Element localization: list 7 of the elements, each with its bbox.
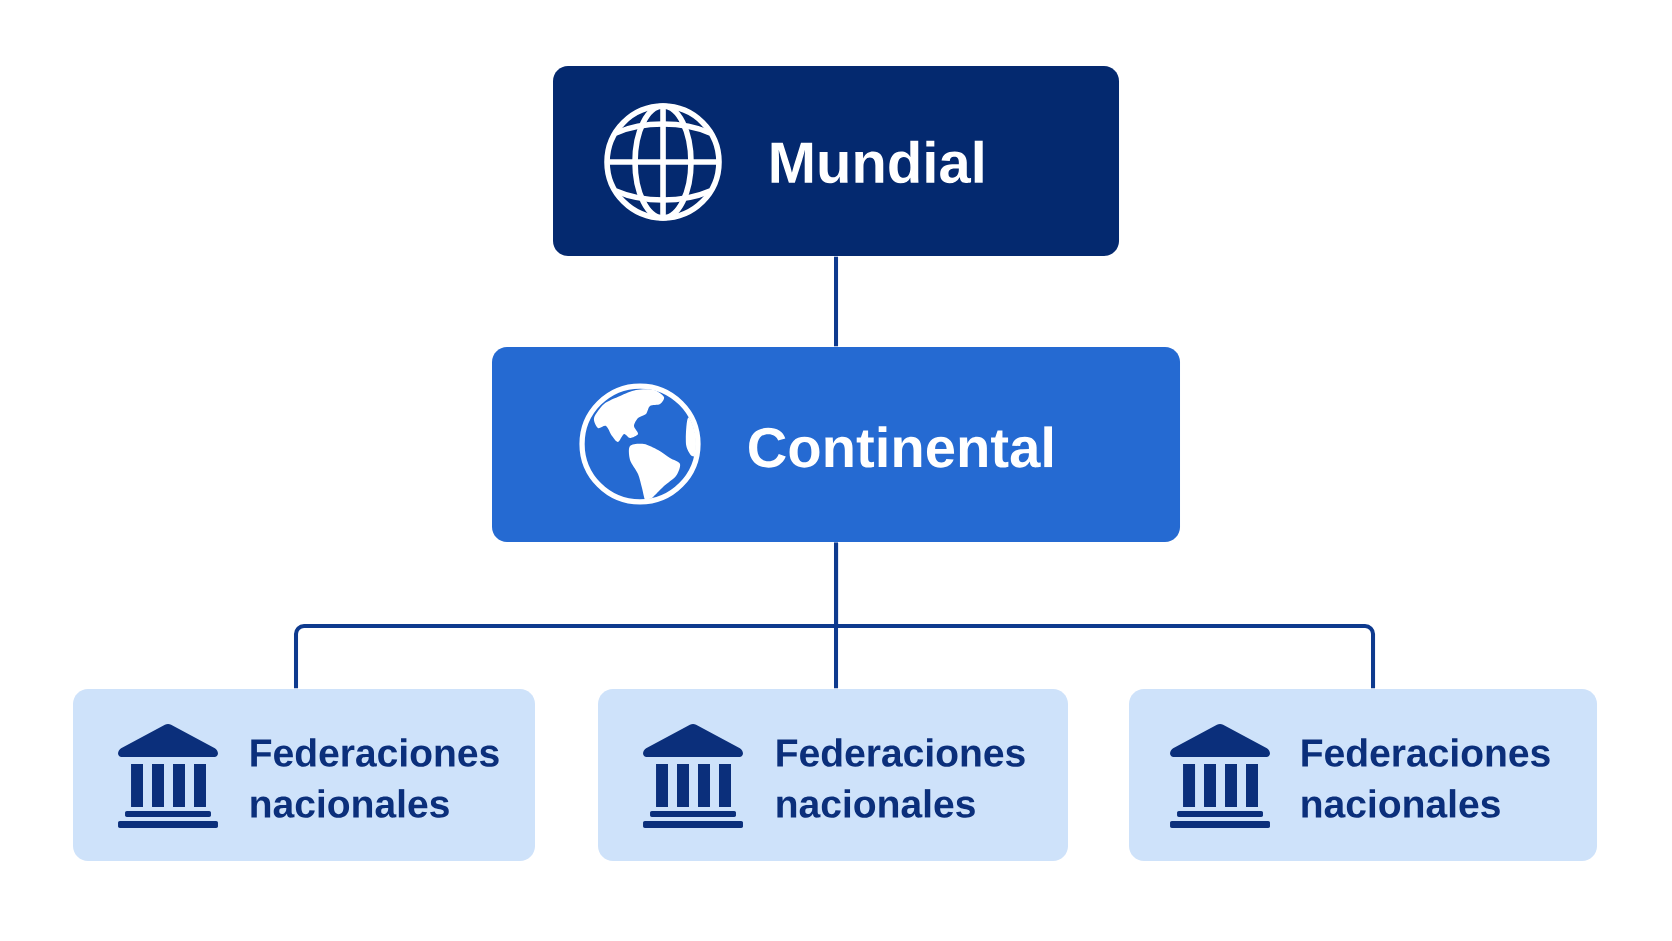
level-box: Federaciones nacionales	[598, 689, 1068, 861]
level-box: Mundial	[553, 66, 1119, 256]
level-box: Federaciones nacionales	[1129, 689, 1598, 861]
level-box: Continental	[492, 347, 1180, 542]
connector-line	[834, 256, 839, 347]
level-box: Federaciones nacionales	[73, 689, 535, 861]
connector-line	[834, 542, 1376, 689]
